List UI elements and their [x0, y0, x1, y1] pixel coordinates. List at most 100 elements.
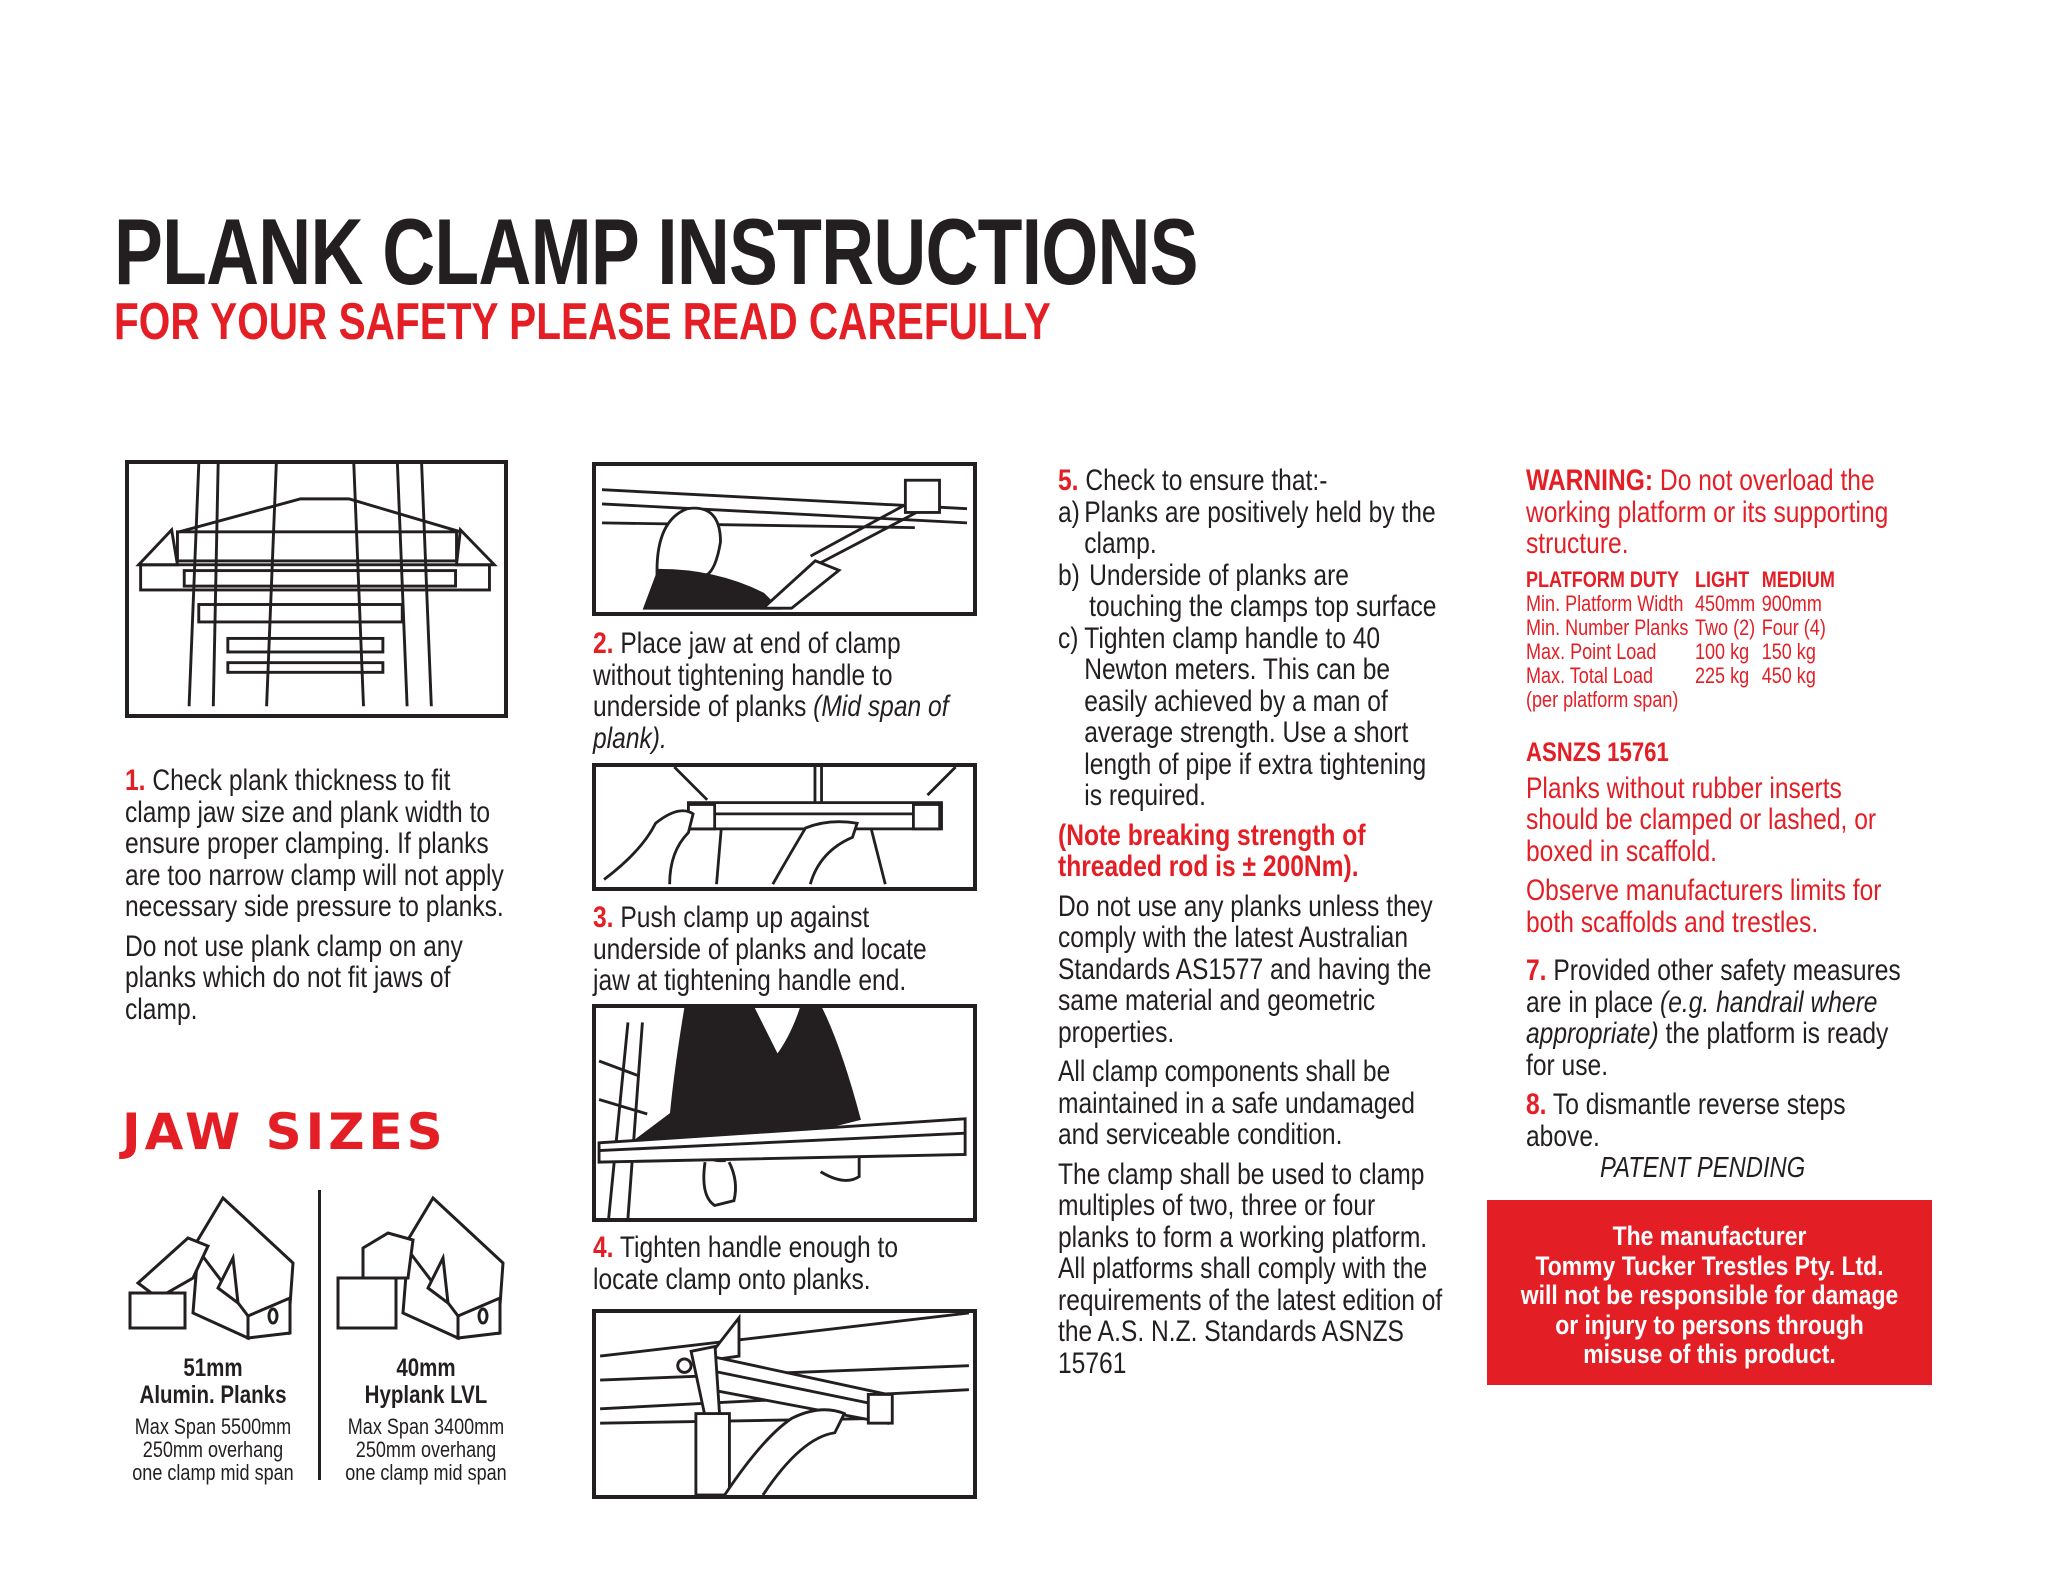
step-7-italic: (e.g. handrail where appropriate)	[1526, 985, 1878, 1050]
table-cell: Min. Number Planks	[1526, 615, 1689, 640]
table-row: Min. Number Planks Two (2) Four (4)	[1526, 616, 1841, 640]
jaw-plank-type: Alumin. Planks	[139, 1381, 287, 1409]
jaw-max-span: Max Span 5500mm	[134, 1414, 292, 1439]
step-2-italic: (Mid span of plank).	[593, 690, 949, 755]
table-cell	[1695, 688, 1762, 712]
jaw-overhang: 250mm overhang	[355, 1437, 497, 1462]
disclaimer-line: The manufacturer	[1612, 1221, 1807, 1251]
step-number: 2.	[593, 627, 614, 660]
column-header: LIGHT	[1694, 567, 1750, 592]
jaw-overhang: 250mm overhang	[142, 1437, 284, 1462]
warning-text: Do not overload the working platform or …	[1526, 464, 1889, 560]
platform-duty-table: PLATFORM DUTY LIGHT MEDIUM Min. Platform…	[1526, 568, 1841, 712]
standard-heading: ASNZS 15761	[1526, 737, 1669, 767]
jaw-item-aluminium: 51mm Alumin. Planks Max Span 5500mm 250m…	[113, 1354, 313, 1485]
page-subtitle: FOR YOUR SAFETY PLEASE READ CAREFULLY	[114, 293, 1051, 351]
standard-block: ASNZS 15761 Planks without rubber insert…	[1526, 737, 1920, 946]
step-number: 8.	[1526, 1088, 1547, 1121]
warning-label: WARNING:	[1526, 464, 1654, 497]
step-2: 2. Place jaw at end of clamp without tig…	[593, 628, 970, 762]
hands-pushing-clamp-icon	[603, 767, 957, 885]
table-cell: 900mm	[1761, 591, 1822, 616]
step-5-item-b: b) Underside of planks are touching the …	[1058, 558, 1443, 623]
table-cell: 450mm	[1694, 591, 1756, 616]
person-tightening-handle-icon	[597, 1008, 967, 1218]
jaw-clamp-note: one clamp mid span	[132, 1460, 294, 1485]
jaw-plank-type: Hyplank LVL	[364, 1381, 488, 1409]
trestle-clamp-figure	[125, 460, 508, 718]
item-text: Underside of planks are touching the cla…	[1089, 558, 1437, 623]
item-label: c)	[1058, 621, 1079, 655]
maintenance-paragraph: All clamp components shall be maintained…	[1058, 1055, 1415, 1151]
jaw-size: 51mm	[183, 1354, 243, 1382]
aluminium-jaw-icon	[118, 1188, 308, 1358]
table-cell: 450 kg	[1761, 663, 1816, 688]
item-label: b)	[1058, 558, 1080, 592]
plank-standards-paragraph: Do not use any planks unless they comply…	[1058, 889, 1433, 1049]
disclaimer-line: or injury to persons through	[1555, 1309, 1864, 1340]
standard-text-1: Planks without rubber inserts should be …	[1526, 771, 1877, 868]
step-4-figure-b	[592, 1309, 977, 1499]
table-header-row: PLATFORM DUTY LIGHT MEDIUM	[1526, 568, 1841, 592]
step-1: 1. Check plank thickness to fit clamp ja…	[125, 765, 510, 1033]
manufacturer-disclaimer: The manufacturer Tommy Tucker Trestles P…	[1487, 1200, 1932, 1385]
table-cell: 225 kg	[1694, 663, 1750, 688]
jaw-divider	[318, 1190, 321, 1480]
table-cell: Max. Point Load	[1526, 639, 1657, 664]
table-cell: Min. Platform Width	[1526, 591, 1684, 616]
disclaimer-line: misuse of this product.	[1583, 1339, 1836, 1369]
step-2-text: Place jaw at end of clamp without tighte…	[593, 627, 901, 723]
step-number: 1.	[125, 764, 146, 797]
step-1-note: Do not use plank clamp on any planks whi…	[125, 929, 463, 1026]
warning-block: WARNING: Do not overload the working pla…	[1526, 465, 1920, 568]
disclaimer-line: Tommy Tucker Trestles Pty. Ltd.	[1535, 1250, 1884, 1281]
table-cell	[1762, 688, 1842, 712]
breaking-strength-note: (Note breaking strength of threaded rod …	[1058, 818, 1366, 883]
step-number: 5.	[1058, 464, 1079, 497]
table-row: Max. Point Load 100 kg 150 kg	[1526, 640, 1841, 664]
table-cell: Two (2)	[1694, 615, 1756, 640]
jaw-sizes-heading: JAW SIZES	[122, 1103, 447, 1161]
step-number: 4.	[593, 1231, 614, 1264]
pipe-tightening-handle-icon	[599, 1313, 970, 1495]
step-4-figure-a	[592, 1004, 977, 1222]
step-5-item-a: a) Planks are positively held by the cla…	[1058, 495, 1443, 560]
column-header: PLATFORM DUTY	[1526, 567, 1679, 592]
step-5: 5. Check to ensure that:- a) Planks are …	[1058, 465, 1443, 1387]
step-4-text: Tighten handle enough to locate clamp on…	[593, 1231, 899, 1296]
step-2-figure	[592, 462, 977, 616]
standard-text-2: Observe manufacturers limits for both sc…	[1526, 874, 1882, 939]
step-4: 4. Tighten handle enough to locate clamp…	[593, 1232, 970, 1303]
page-title: PLANK CLAMP INSTRUCTIONS	[114, 199, 1199, 304]
step-7-text-2: the platform is ready for use.	[1526, 1017, 1889, 1082]
step-3: 3. Push clamp up against underside of pl…	[593, 902, 970, 1005]
table-row: Min. Platform Width 450mm 900mm	[1526, 592, 1841, 616]
jaw-item-hyplank: 40mm Hyplank LVL Max Span 3400mm 250mm o…	[326, 1354, 526, 1485]
item-label: a)	[1058, 495, 1080, 529]
item-text: Tighten clamp handle to 40 Newton meters…	[1084, 621, 1427, 812]
step-3-text: Push clamp up against underside of plank…	[593, 901, 927, 997]
jaw-clamp-note: one clamp mid span	[345, 1460, 507, 1485]
table-row: (per platform span)	[1526, 688, 1841, 712]
step-5-item-c: c) Tighten clamp handle to 40 Newton met…	[1058, 621, 1443, 812]
platform-duty-table-wrap: PLATFORM DUTY LIGHT MEDIUM Min. Platform…	[1526, 568, 1841, 712]
jaw-max-span: Max Span 3400mm	[347, 1414, 505, 1439]
steps-7-8: 7. Provided other safety measures are in…	[1526, 955, 1920, 1160]
step-1-text: Check plank thickness to fit clamp jaw s…	[125, 764, 504, 923]
step-7-text: Provided other safety measures are in pl…	[1526, 954, 1901, 1019]
patent-pending: PATENT PENDING	[1600, 1152, 1806, 1184]
usage-paragraph: The clamp shall be used to clamp multipl…	[1058, 1157, 1443, 1380]
column-header: MEDIUM	[1761, 567, 1835, 592]
disclaimer-line: will not be responsible for damage	[1520, 1280, 1899, 1310]
step-8-text: To dismantle reverse steps above.	[1526, 1088, 1846, 1153]
table-cell: 100 kg	[1694, 639, 1750, 664]
table-cell: Four (4)	[1761, 615, 1826, 640]
table-cell: (per platform span)	[1526, 687, 1679, 712]
step-5-intro: Check to ensure that:-	[1085, 464, 1328, 497]
table-cell: Max. Total Load	[1526, 663, 1654, 688]
step-number: 3.	[593, 901, 614, 934]
hyplank-jaw-icon	[328, 1188, 518, 1358]
item-text: Planks are positively held by the clamp.	[1084, 495, 1436, 560]
table-row: Max. Total Load 225 kg 450 kg	[1526, 664, 1841, 688]
jaw-size: 40mm	[396, 1354, 456, 1382]
